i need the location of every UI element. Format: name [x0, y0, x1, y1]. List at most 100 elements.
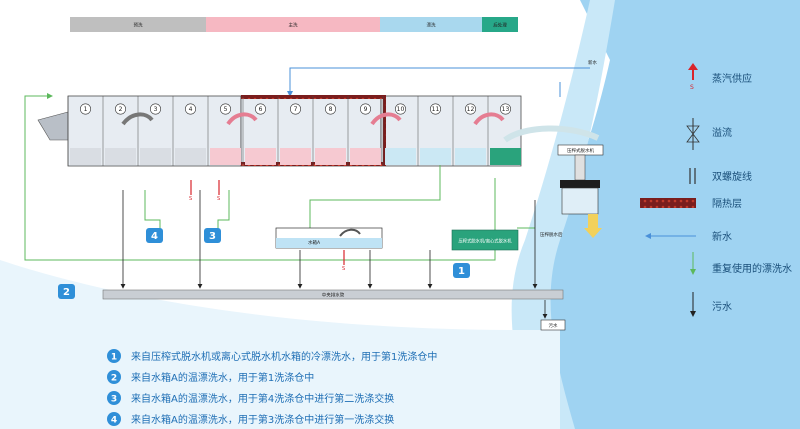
- phase-label-rinse: 漂洗: [427, 22, 436, 29]
- compartment-number: 11: [432, 106, 440, 113]
- phase-mainwash-bar: [206, 17, 380, 32]
- steam-mark-3: S: [342, 266, 345, 272]
- compartment-1: 1: [67, 96, 101, 166]
- note-4-num: 4: [111, 416, 117, 426]
- transfer-arrow-exit: [503, 125, 600, 143]
- laundry-drum: [175, 148, 206, 165]
- insulation-top: [241, 95, 386, 99]
- laundry-drum: [105, 148, 136, 165]
- laundry-drum: [385, 148, 416, 165]
- insulation-bottom: [241, 162, 386, 166]
- note-3-text: 来自水箱A的温漂洗水，用于第4洗涤仓中进行第二洗涤交换: [131, 392, 394, 405]
- badge-1: [453, 263, 470, 278]
- insulation-side: [383, 96, 386, 166]
- compartment-13: 13: [487, 96, 521, 166]
- legend-reused-water-label: 重复使用的漂洗水: [712, 262, 792, 275]
- compartment-number: 5: [224, 106, 228, 113]
- note-2: 2 来自水箱A的温漂洗水，用于第1洗涤仓中: [107, 370, 314, 384]
- fresh-water-top-line: 新水: [287, 59, 597, 97]
- badge-2-label: 2: [63, 287, 70, 298]
- phase-label-prewash: 预洗: [134, 22, 143, 29]
- compartment-11: 11: [417, 96, 451, 166]
- sewage-outlet: 污水: [540, 319, 566, 331]
- steam-mark-2: S: [217, 196, 220, 202]
- overflow-valve-icon: [686, 125, 700, 135]
- tank-a: 水箱A: [275, 227, 383, 249]
- laundry-drum: [210, 148, 241, 165]
- press-machine: 压榨式脱水机 压榨脱水后: [540, 144, 604, 238]
- laundry-drum: [280, 148, 311, 165]
- legend: S 蒸汽供应 溢流 双螺旋线 隔热层 新水 重复使用的漂洗水 污水: [640, 63, 792, 317]
- laundry-drum: [350, 148, 381, 165]
- compartment-number: 1: [84, 106, 88, 113]
- compartment-12: 12: [452, 96, 486, 166]
- compartment-number: 12: [467, 106, 475, 113]
- legend-insulation: 隔热层: [640, 197, 742, 210]
- laundry-drum: [455, 148, 486, 165]
- compartment-number: 3: [154, 106, 158, 113]
- background-panel: [527, 0, 800, 429]
- transfer-arrow-pink-3: [473, 112, 505, 126]
- compartment-6: 6: [242, 96, 276, 166]
- transfer-arrow-gray: [121, 112, 154, 126]
- transfer-arrows: [121, 112, 600, 143]
- compartment-3: 3: [137, 96, 171, 166]
- compartment-4: 4: [172, 96, 206, 166]
- steam-mark-1: S: [189, 196, 192, 202]
- compartment-5: 5: [207, 96, 241, 166]
- laundry-drum: [70, 148, 101, 165]
- note-4: 4 来自水箱A的温漂洗水，用于第3洗涤仓中进行第一洗涤交换: [107, 412, 394, 426]
- note-2-text: 来自水箱A的温漂洗水，用于第1洗涤仓中: [131, 371, 314, 384]
- legend-steam-mark: S: [690, 84, 694, 91]
- legend-reused-water: 重复使用的漂洗水: [690, 252, 792, 275]
- laundry-drum: [245, 148, 276, 165]
- legend-overflow-label: 溢流: [712, 126, 732, 139]
- note-4-text: 来自水箱A的温漂洗水，用于第3洗涤仓中进行第一洗涤交换: [131, 413, 394, 426]
- compartment-number: 13: [502, 106, 510, 113]
- badge-3: [204, 228, 221, 243]
- sewage-lines: [120, 190, 548, 319]
- background-wave: [511, 0, 615, 429]
- steam-inputs: S S S: [189, 180, 345, 272]
- compartment-number: 7: [294, 106, 298, 113]
- phase-label-mainwash: 主洗: [289, 22, 298, 29]
- legend-steam-label: 蒸汽供应: [712, 72, 752, 85]
- press-water-tank: 压榨式脱水机/离心式脱水机: [451, 229, 519, 251]
- note-1-text: 来自压榨式脱水机或离心式脱水机水箱的冷漂洗水，用于第1洗涤仓中: [131, 350, 437, 363]
- compartment-number: 4: [189, 106, 193, 113]
- compartment-number: 6: [259, 106, 263, 113]
- legend-sewage-label: 污水: [712, 301, 732, 313]
- laundry-drum: [420, 148, 451, 165]
- badge-2: [58, 284, 75, 299]
- laundry-drum: [490, 148, 521, 165]
- phase-rinse-bar: [380, 17, 482, 32]
- transfer-arrow-pink: [226, 112, 258, 126]
- compartment-number: 2: [119, 106, 123, 113]
- compartment-10: 10: [382, 96, 416, 166]
- badge-4-label: 4: [151, 231, 158, 242]
- notes: 1 来自压榨式脱水机或离心式脱水机水箱的冷漂洗水，用于第1洗涤仓中 2 来自水箱…: [107, 349, 437, 426]
- press-side-label: 压榨脱水后: [540, 231, 563, 238]
- legend-double-screw-label: 双螺旋线: [712, 170, 752, 183]
- press-tank-label: 压榨式脱水机/离心式脱水机: [458, 238, 512, 245]
- compartment-8: 8: [312, 96, 346, 166]
- note-3: 3 来自水箱A的温漂洗水，用于第4洗涤仓中进行第二洗涤交换: [107, 391, 394, 405]
- laundry-drum: [140, 148, 171, 165]
- phase-post-bar: [482, 17, 518, 32]
- badge-3-label: 3: [209, 231, 216, 242]
- phase-label-post: 后处理: [493, 22, 507, 29]
- lower-band: [0, 260, 560, 429]
- laundry-drum: [315, 148, 346, 165]
- central-drain-pipe: 中央排水管: [102, 289, 564, 300]
- note-1-num: 1: [111, 353, 117, 363]
- phase-prewash-bar: [70, 17, 206, 32]
- compartment-7: 7: [277, 96, 311, 166]
- note-3-num: 3: [111, 395, 117, 405]
- legend-insulation-label: 隔热层: [712, 197, 742, 210]
- compartment-number: 8: [329, 106, 333, 113]
- phase-bar: 预洗 主洗 漂洗 后处理: [70, 17, 518, 32]
- compartment-2: 2: [102, 96, 136, 166]
